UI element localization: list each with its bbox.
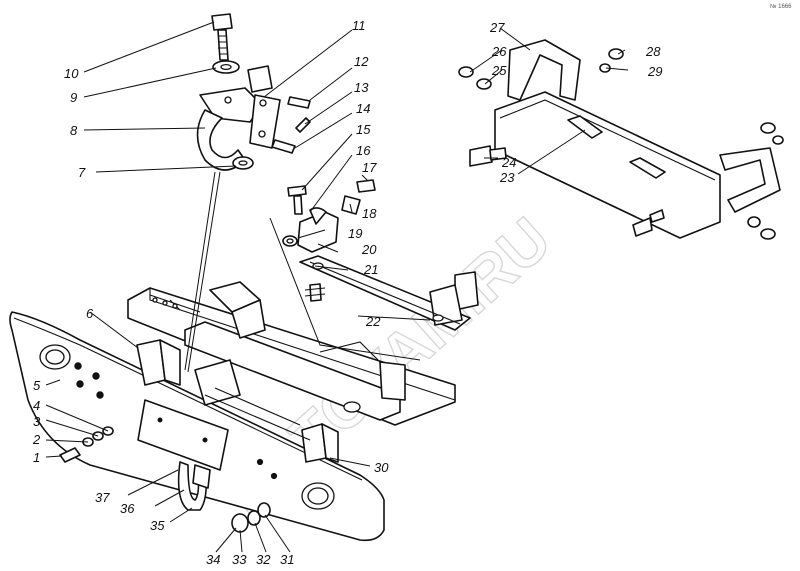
callout-16: 16 [356, 143, 371, 158]
callout-15: 15 [356, 122, 371, 137]
callout-5: 5 [33, 378, 41, 393]
callout-22: 22 [365, 314, 381, 329]
corner-mark: № 1666 [770, 3, 792, 10]
callout-10: 10 [64, 66, 79, 81]
frame-rails [127, 281, 456, 426]
tow-hook-assembly [184, 13, 311, 373]
callout-14: 14 [356, 101, 370, 116]
callout-13: 13 [354, 80, 369, 95]
callout-28: 28 [645, 44, 661, 59]
callout-21: 21 [363, 262, 378, 277]
callout-7: 7 [78, 165, 86, 180]
callout-30: 30 [374, 460, 389, 475]
callout-34: 34 [206, 552, 220, 567]
callout-6: 6 [86, 306, 94, 321]
callout-4: 4 [33, 398, 40, 413]
license-plate-recess [137, 399, 229, 471]
callout-32: 32 [256, 552, 271, 567]
callout-26: 26 [491, 44, 507, 59]
small-hardware [59, 426, 271, 533]
callout-20: 20 [361, 242, 377, 257]
leader-lines [45, 21, 629, 553]
callout-11: 11 [352, 18, 366, 33]
rear-crossbar [269, 217, 479, 361]
callout-37: 37 [95, 490, 110, 505]
callout-8: 8 [70, 123, 78, 138]
callout-33: 33 [232, 552, 247, 567]
callout-3: 3 [33, 414, 41, 429]
callout-29: 29 [647, 64, 662, 79]
callout-9: 9 [70, 90, 77, 105]
callout-12: 12 [354, 54, 369, 69]
rear-subassembly [458, 39, 784, 240]
callout-27: 27 [489, 20, 505, 35]
callout-36: 36 [120, 501, 135, 516]
callout-35: 35 [150, 518, 165, 533]
callout-1: 1 [33, 450, 40, 465]
front-bumper [9, 311, 385, 542]
callout-2: 2 [32, 432, 41, 447]
callout-17: 17 [362, 160, 377, 175]
callout-19: 19 [348, 226, 362, 241]
callout-31: 31 [280, 552, 294, 567]
callout-25: 25 [491, 63, 507, 78]
callout-23: 23 [499, 170, 515, 185]
callout-24: 24 [501, 155, 516, 170]
bumper-brackets [136, 339, 339, 463]
callout-18: 18 [362, 206, 377, 221]
callout-labels: 10 9 8 7 11 12 13 14 15 16 17 18 19 20 2… [32, 18, 662, 567]
